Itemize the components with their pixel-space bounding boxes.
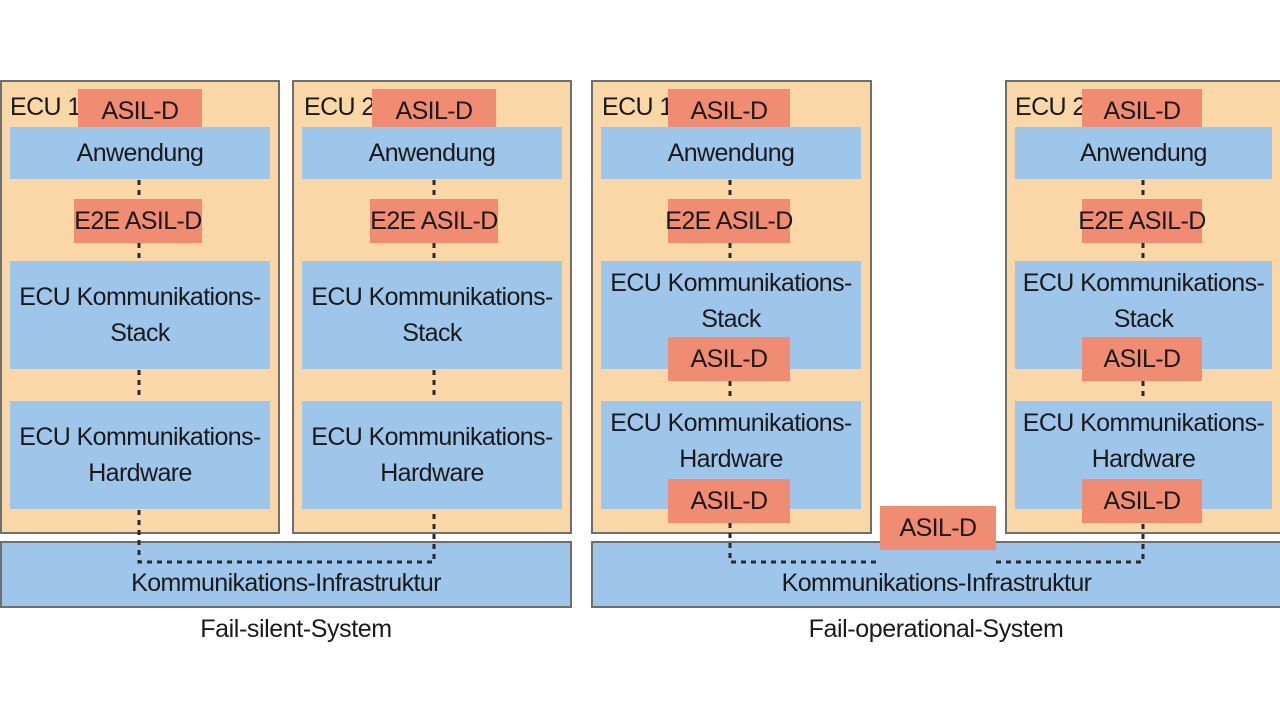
- hardware-label-line-1: ECU Kommunikations-: [311, 423, 553, 451]
- hardware-label-line-2: Hardware: [679, 445, 783, 473]
- asil-d-badge: ASIL-D: [668, 89, 790, 133]
- ecu-label: ECU 1: [10, 93, 81, 121]
- stack-label-line-1: ECU Kommunikations-: [311, 283, 553, 311]
- stack-label-line-2: Stack: [402, 319, 462, 347]
- application-layer: Anwendung: [601, 127, 861, 179]
- asil-d-badge: ASIL-D: [372, 89, 496, 133]
- ecu-label: ECU 2: [304, 93, 375, 121]
- asil-d-badge: ASIL-D: [78, 89, 202, 133]
- stack-label-line-2: Stack: [110, 319, 170, 347]
- communication-hardware-layer: ECU Kommunikations- Hardware: [10, 401, 270, 509]
- communication-stack-layer: ECU Kommunikations- Stack: [10, 261, 270, 369]
- hardware-label-line-1: ECU Kommunikations-: [610, 409, 852, 437]
- e2e-asil-d-badge: E2E ASIL-D: [665, 199, 793, 243]
- stack-label-line-1: ECU Kommunikations-: [1022, 269, 1265, 297]
- communication-stack-layer: ECU Kommunikations- Stack: [1015, 261, 1272, 369]
- stack-label-line-2: Stack: [701, 305, 761, 333]
- application-layer: Anwendung: [10, 127, 270, 179]
- communication-infrastructure: Kommunikations-Infrastruktur: [0, 541, 572, 608]
- hardware-label-line-2: Hardware: [1091, 445, 1196, 473]
- ecu-label: ECU 2: [1015, 93, 1086, 121]
- e2e-asil-d-badge: E2E ASIL-D: [1078, 199, 1206, 243]
- asil-d-badge: ASIL-D: [1082, 479, 1202, 523]
- communication-hardware-layer: ECU Kommunikations- Hardware: [302, 401, 562, 509]
- asil-d-badge: ASIL-D: [880, 506, 996, 550]
- e2e-asil-d-badge: E2E ASIL-D: [370, 199, 498, 243]
- application-layer: Anwendung: [302, 127, 562, 179]
- communication-hardware-layer: ECU Kommunikations- Hardware: [1015, 401, 1272, 509]
- hardware-label-line-2: Hardware: [380, 459, 484, 487]
- system-caption: Fail-silent-System: [200, 615, 392, 643]
- system-caption: Fail-operational-System: [808, 615, 1064, 643]
- application-layer: Anwendung: [1015, 127, 1272, 179]
- communication-stack-layer: ECU Kommunikations- Stack: [302, 261, 562, 369]
- stack-label-line-2: Stack: [1113, 305, 1174, 333]
- asil-d-badge: ASIL-D: [668, 479, 790, 523]
- asil-d-badge: ASIL-D: [1082, 89, 1202, 133]
- communication-infrastructure: Kommunikations-Infrastruktur: [591, 541, 1280, 608]
- asil-d-badge: ASIL-D: [1082, 337, 1202, 381]
- ecu-label: ECU 1: [602, 93, 673, 121]
- e2e-asil-d-badge: E2E ASIL-D: [74, 199, 202, 243]
- hardware-label-line-2: Hardware: [88, 459, 192, 487]
- stack-label-line-1: ECU Kommunikations-: [610, 269, 852, 297]
- stack-label-line-1: ECU Kommunikations-: [19, 283, 261, 311]
- hardware-label-line-1: ECU Kommunikations-: [1022, 409, 1265, 437]
- hardware-label-line-1: ECU Kommunikations-: [19, 423, 261, 451]
- asil-d-badge: ASIL-D: [668, 337, 790, 381]
